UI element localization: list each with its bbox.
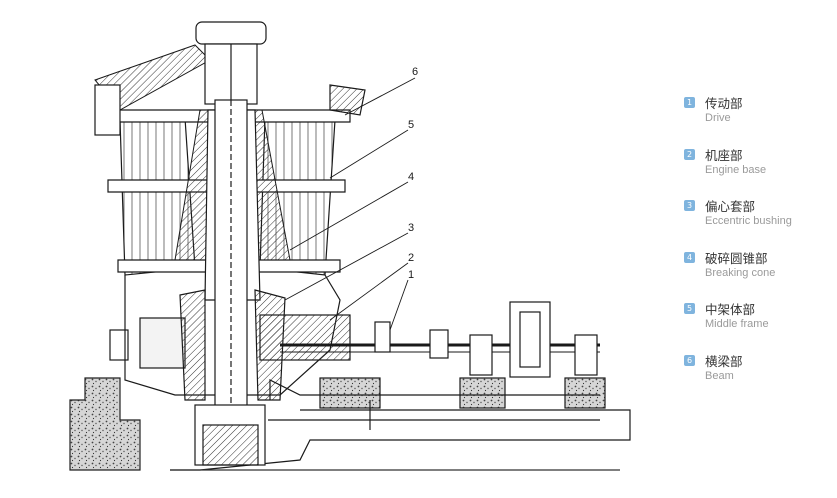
callout-6: 6	[412, 66, 418, 78]
legend-item-drive: 1 传动部 Drive	[684, 92, 834, 144]
legend-label-en: Breaking cone	[705, 266, 776, 279]
number-badge-icon: 1	[684, 97, 695, 108]
breaking-cone	[174, 99, 291, 421]
callout-4: 4	[408, 171, 414, 183]
callout-5: 5	[408, 119, 414, 131]
piping	[268, 379, 600, 430]
number-badge-icon: 6	[684, 354, 695, 366]
legend-label-en: Eccentric bushing	[705, 215, 792, 228]
callout-3: 3	[408, 222, 414, 234]
legend-label-zh: 传动部	[705, 96, 743, 111]
legend-label-zh: 破碎圆锥部	[705, 250, 768, 266]
legend-label-zh: 机座部	[705, 147, 743, 163]
legend-item-middle-frame: 5 中架体部 Middle frame	[684, 298, 834, 350]
foundation	[69, 377, 631, 471]
legend-item-engine-base: 2 机座部 Engine base	[684, 144, 834, 196]
legend-label-zh: 横梁部	[705, 353, 743, 369]
legend-label-zh: 中架体部	[705, 302, 756, 318]
legend-label-en: Middle frame	[705, 318, 769, 331]
leader-lines	[284, 77, 416, 331]
callout-2: 2	[408, 252, 414, 264]
legend-label-en: Beam	[705, 369, 734, 382]
drive-assembly	[259, 301, 600, 378]
legend-item-beam: 6 横梁部 Beam	[684, 350, 834, 402]
number-badge-icon: 4	[684, 251, 695, 263]
legend: 1 传动部 Drive 2 机座部 Engine base 3 偏心套部 Ecc…	[684, 92, 834, 402]
legend-label-en: Drive	[705, 112, 731, 124]
legend-label-zh: 偏心套部	[705, 199, 756, 215]
number-badge-icon: 5	[684, 303, 695, 315]
legend-item-eccentric-bushing: 3 偏心套部 Eccentric bushing	[684, 195, 834, 247]
number-badge-icon: 2	[684, 148, 695, 160]
legend-label-en: Engine base	[705, 163, 767, 176]
number-badge-icon: 3	[684, 200, 695, 212]
beam	[94, 21, 366, 136]
legend-item-breaking-cone: 4 破碎圆锥部 Breaking cone	[684, 247, 834, 299]
callout-1: 1	[408, 269, 414, 281]
